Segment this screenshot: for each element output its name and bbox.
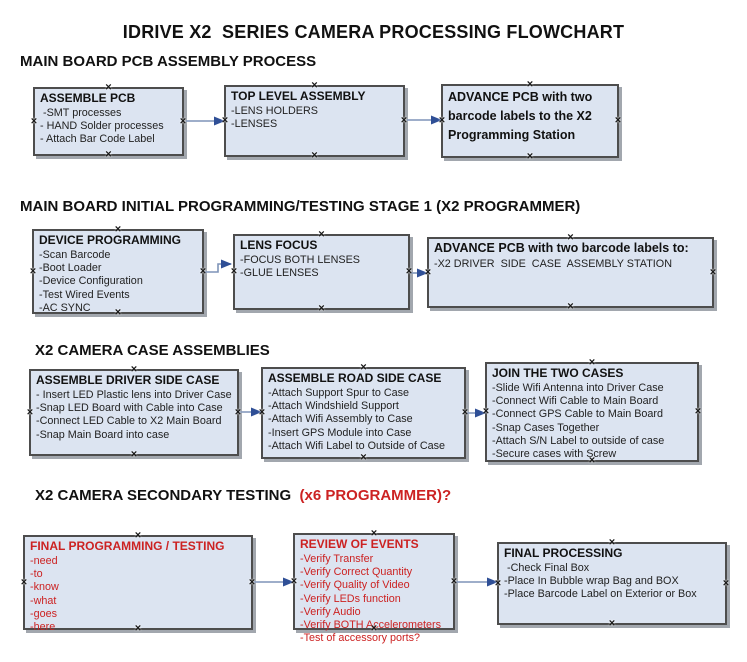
section-heading-pcb-assembly: MAIN BOARD PCB ASSEMBLY PROCESS [20,53,317,70]
box-item: -Test of accessory ports? [300,632,421,645]
box-item: -Secure cases with Screw [492,447,617,460]
box-item: -Attach Support Spur to Case [268,387,410,399]
box-item: -Verify Transfer [300,553,374,565]
box-item: -here [30,620,56,633]
box-title: FINAL PROGRAMMING / TESTING [30,539,225,553]
box-item: -Verify Correct Quantity [300,566,413,579]
box-item: -Verify BOTH Accelerometers [300,618,441,631]
box-title: FINAL PROCESSING [504,546,623,560]
box-items: -Check Final Box-Place In Bubble wrap Ba… [504,562,720,602]
box-item: -Device Configuration [39,275,143,288]
flow-box-final-processing: × × × × FINAL PROCESSING -Check Final Bo… [495,537,729,629]
box-item: -Verify Quality of Video [300,579,410,592]
box-item: -GLUE LENSES [240,267,319,280]
box-item: -Slide Wifi Antenna into Driver Case [492,382,664,394]
box-item: -X2 DRIVER SIDE CASE ASSEMBLY STATION [434,257,672,270]
box-item: -Place Barcode Label on Exterior or Box [504,588,697,601]
section-heading-red-text: (x6 PROGRAMMER)? [291,487,452,504]
section-heading-case-assemblies: X2 CAMERA CASE ASSEMBLIES [35,342,270,359]
box-item: -Connect LED Cable to X2 Main Board [36,415,222,428]
box-items: -FOCUS BOTH LENSES-GLUE LENSES [240,254,403,280]
box-item: -to [30,568,43,581]
flow-box-top-level-assembly: × × × × TOP LEVEL ASSEMBLY -LENS HOLDERS… [222,80,407,161]
box-item: -Connect GPS Cable to Main Board [492,408,664,421]
flow-box-assemble-pcb: × × × × ASSEMBLE PCB -SMT processes- HAN… [31,82,186,160]
box-item: -FOCUS BOTH LENSES [240,254,360,266]
box-item: -Snap LED Board with Cable into Case [36,402,223,415]
box-item: -Attach Windshield Support [268,400,399,413]
box-item: -Check Final Box [504,562,590,574]
box-item: -LENS HOLDERS [231,105,318,117]
box-title: JOIN THE TWO CASES [492,366,624,380]
box-item: -AC SYNC [39,301,91,314]
box-item: -Place In Bubble wrap Bag and BOX [504,575,679,588]
box-item: - Attach Bar Code Label [40,133,155,146]
box-item: -Verify Audio [300,605,361,618]
box-item: -Snap Cases Together [492,421,600,434]
box-item: -Attach Wifi Assembly to Case [268,413,413,426]
box-title: ASSEMBLE DRIVER SIDE CASE [36,373,220,387]
box-title: ASSEMBLE ROAD SIDE CASE [268,371,442,385]
flow-box-assemble-road-side-case: × × × × ASSEMBLE ROAD SIDE CASE -Attach … [259,362,468,463]
section-heading-secondary-testing: X2 CAMERA SECONDARY TESTING (x6 PROGRAMM… [35,487,451,504]
box-item: -need [30,555,58,567]
box-item: - HAND Solder processes [40,120,164,133]
box-item: -Snap Main Board into case [36,428,170,441]
box-item: -goes [30,607,58,620]
box-item: -Attach S/N Label to outside of case [492,434,665,447]
section-heading-initial-programming: MAIN BOARD INITIAL PROGRAMMING/TESTING S… [20,198,581,215]
box-items: -need-to-know-what-goes-here [30,555,246,634]
flow-box-advance-pcb-driver-station: × × × × ADVANCE PCB with two barcode lab… [425,232,716,312]
box-items: - Insert LED Plastic lens into Driver Ca… [36,389,232,442]
flow-box-assemble-driver-side-case: × × × × ASSEMBLE DRIVER SIDE CASE - Inse… [27,364,241,460]
connector-arrow-programming-to-lensfocus [205,259,232,273]
box-items: -Scan Barcode-Boot Loader-Device Configu… [39,249,197,315]
box-item: -Insert GPS Module into Case [268,426,412,439]
box-item: -Test Wired Events [39,288,130,301]
flow-box-review-of-events: × × × × REVIEW OF EVENTS -Verify Transfe… [291,528,457,644]
box-items: -Slide Wifi Antenna into Driver Case-Con… [492,382,692,461]
box-title: TOP LEVEL ASSEMBLY [231,89,366,103]
box-title: REVIEW OF EVENTS [300,537,419,551]
box-item: -Scan Barcode [39,249,111,261]
box-items: -Verify Transfer-Verify Correct Quantity… [300,553,448,645]
box-title: LENS FOCUS [240,238,318,252]
box-item: -LENSES [231,118,278,131]
box-items: -LENS HOLDERS-LENSES [231,105,398,131]
flow-box-lens-focus: × × × × LENS FOCUS -FOCUS BOTH LENSES-GL… [231,229,412,314]
box-title: ASSEMBLE PCB [40,91,136,105]
box-item: -know [30,581,59,594]
box-title: ADVANCE PCB with two barcode labels to t… [448,90,593,142]
flow-box-device-programming: × × × × DEVICE PROGRAMMING -Scan Barcode… [30,224,206,318]
box-item: -SMT processes [40,107,122,119]
page-title: IDRIVE X2 SERIES CAMERA PROCESSING FLOWC… [122,22,625,42]
flow-box-join-the-two-cases: × × × × JOIN THE TWO CASES -Slide Wifi A… [483,357,701,466]
box-item: -Verify LEDs function [300,592,401,605]
box-item: -what [30,594,57,607]
box-title: DEVICE PROGRAMMING [39,233,182,247]
flow-box-final-programming-testing: × × × × FINAL PROGRAMMING / TESTING -nee… [21,530,255,634]
box-title: ADVANCE PCB with two barcode labels to: [434,241,689,255]
section-heading-black-text: X2 CAMERA SECONDARY TESTING [35,487,292,504]
box-item: -Connect Wifi Cable to Main Board [492,395,659,408]
box-items: -SMT processes- HAND Solder processes- A… [40,107,177,147]
box-items: -X2 DRIVER SIDE CASE ASSEMBLY STATION [434,258,707,271]
box-item: -Attach Wifi Label to Outside of Case [268,439,446,452]
box-item: - Insert LED Plastic lens into Driver Ca… [36,389,232,401]
box-item: -Boot Loader [39,262,102,275]
box-items: -Attach Support Spur to Case-Attach Wind… [268,387,459,453]
